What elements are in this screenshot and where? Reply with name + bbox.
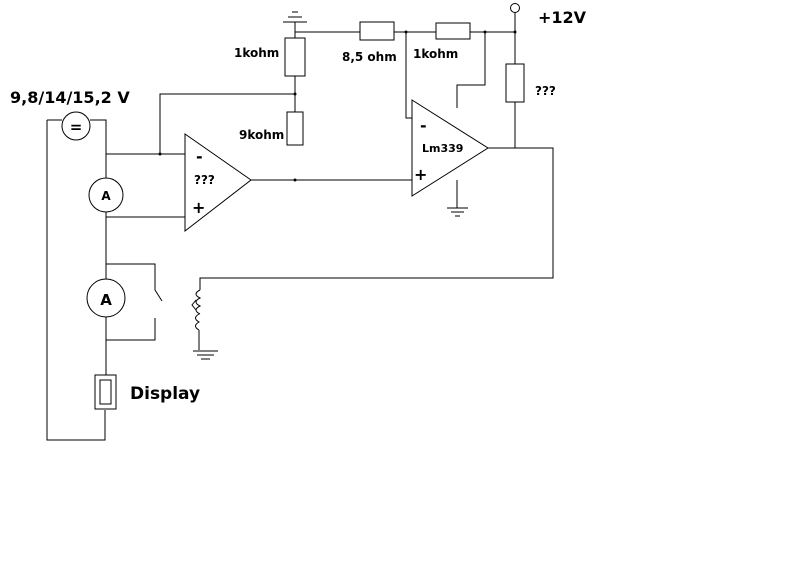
wires (46, 12, 554, 441)
source-symbol: = (70, 118, 83, 136)
opamp-1 (184, 133, 252, 233)
opamp-1-minus: - (196, 147, 203, 166)
ground-symbol-relay (193, 350, 218, 360)
resistor-8-5-ohm (359, 21, 395, 41)
comparator-lm339 (411, 99, 489, 197)
opamp-1-name: ??? (194, 173, 215, 187)
label-r-pullup: ??? (535, 84, 556, 98)
comparator-minus: - (420, 116, 427, 135)
resistor-1kohm-right (435, 22, 471, 40)
ammeter-1-label: A (101, 189, 111, 203)
vcc-label: +12V (538, 8, 587, 27)
resistor-1kohm-left (284, 37, 306, 77)
display-label: Display (130, 384, 200, 404)
opamp-1-plus: + (192, 198, 205, 217)
resistor-pullup (505, 63, 525, 103)
label-r-1kohm-left: 1kohm (234, 46, 279, 60)
comparator-name: Lm339 (422, 142, 463, 155)
ammeter-1: A (88, 177, 124, 213)
label-r-9kohm: 9kohm (239, 128, 284, 142)
ground-symbol-comparator (447, 207, 468, 217)
ammeter-2-label: A (100, 291, 112, 309)
vcc-terminal (510, 3, 520, 13)
relay-coil (191, 289, 202, 331)
label-r-1kohm-right: 1kohm (413, 47, 458, 61)
junctions (158, 30, 517, 182)
comparator-plus: + (414, 165, 427, 184)
supply-voltage-label: 9,8/14/15,2 V (10, 88, 130, 107)
display-component (94, 374, 117, 410)
ground-symbol-top (283, 11, 307, 23)
resistor-9kohm (286, 111, 304, 146)
voltage-source: = (61, 111, 91, 141)
ammeter-2: A (86, 278, 126, 318)
label-r-8-5-ohm: 8,5 ohm (342, 50, 397, 64)
